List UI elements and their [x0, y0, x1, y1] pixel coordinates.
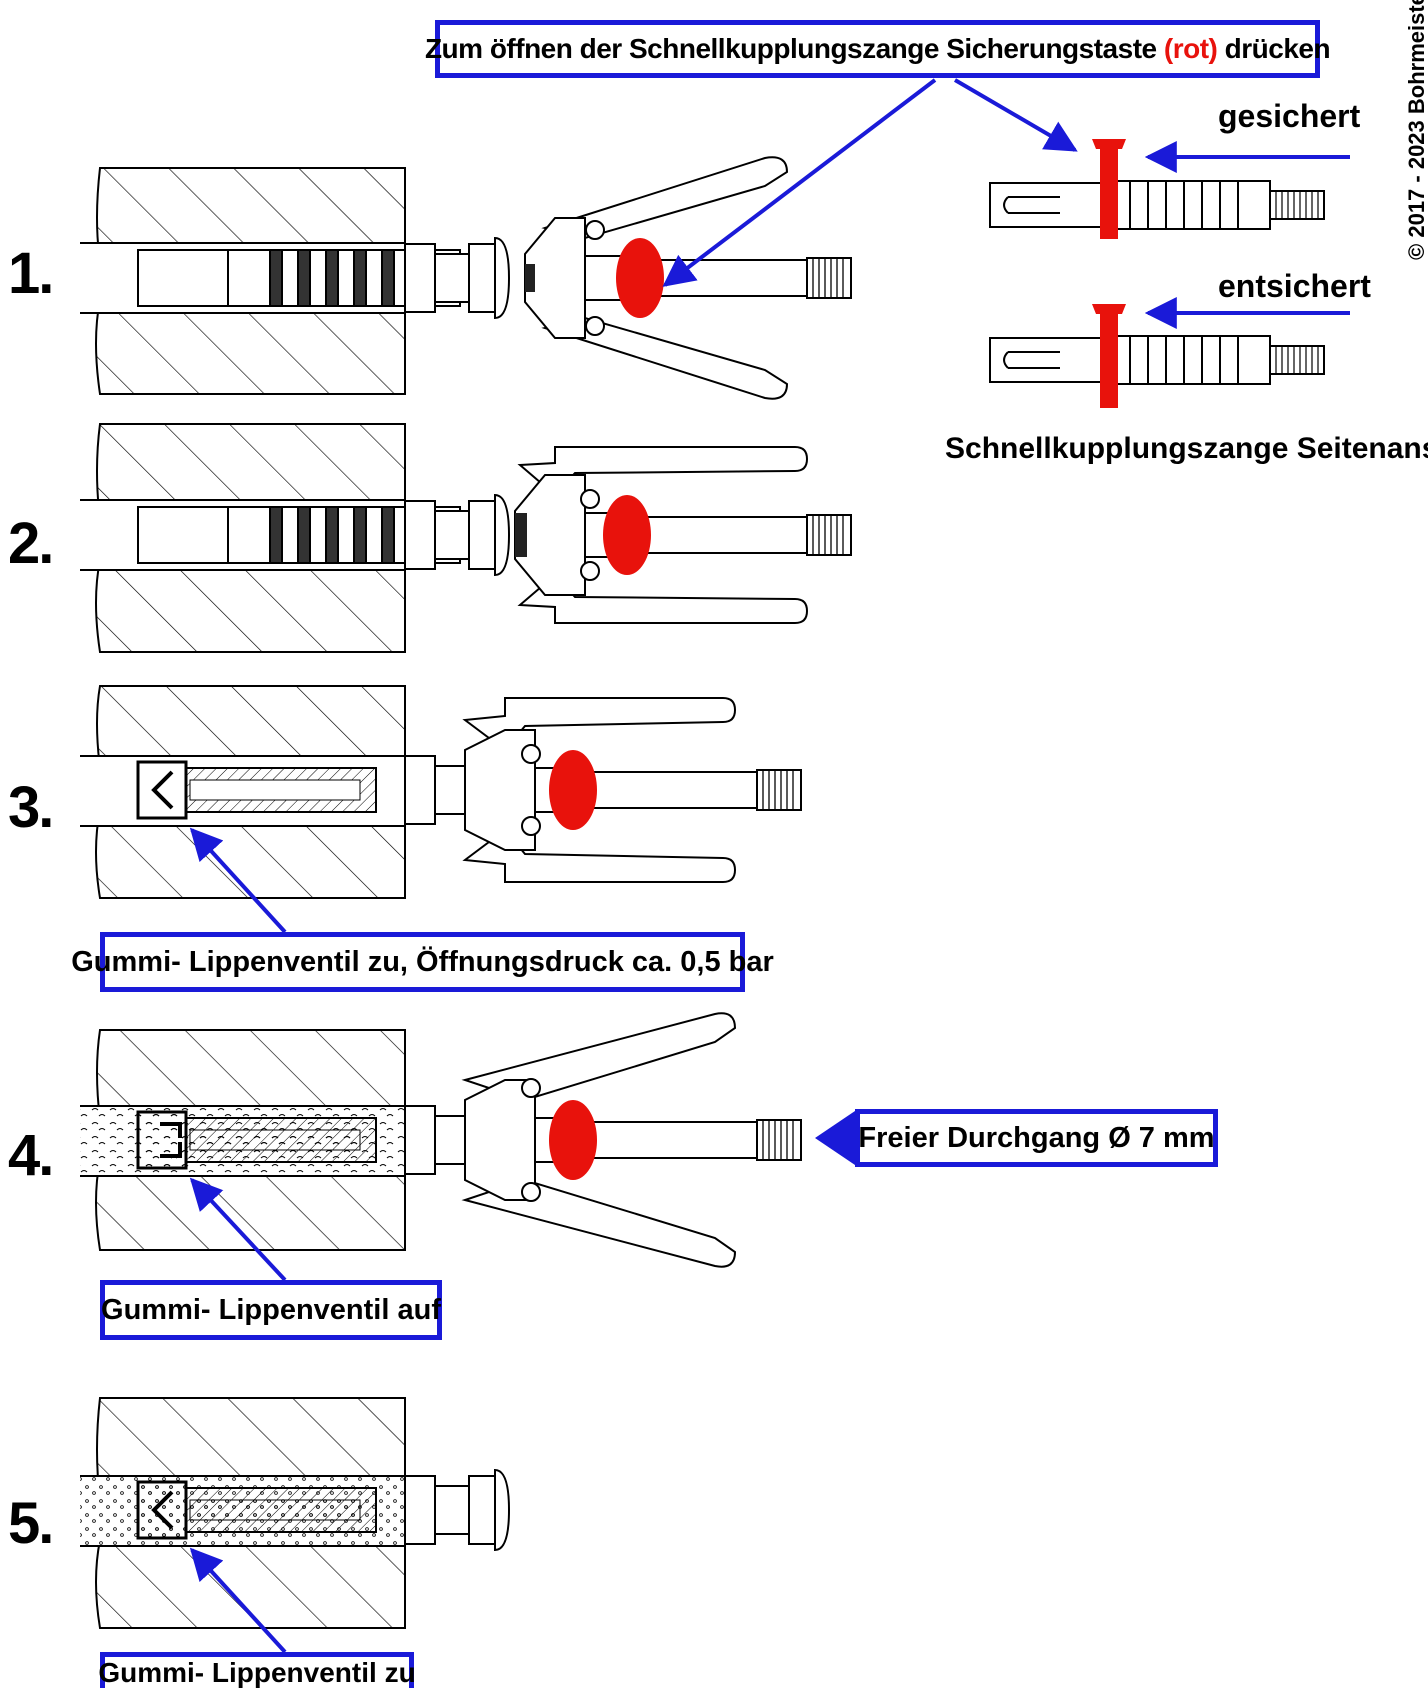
step-number-5: 5.: [8, 1491, 54, 1556]
arrow-step4-valve: [189, 1177, 287, 1282]
arrow-top-to-plier: [662, 78, 937, 287]
arrow-step5-valve: [189, 1547, 287, 1654]
callout-step4-passage: Freier Durchgang Ø 7 mm: [855, 1109, 1218, 1167]
step-number-4: 4.: [8, 1123, 54, 1188]
callout-step3-text: Gummi- Lippenventil zu, Öffnungsdruck ca…: [71, 945, 774, 978]
side-view-unsecured: [989, 304, 1325, 408]
callout-top-before: Zum öffnen der Schnellkupplungszange Sic…: [424, 33, 1164, 64]
label-gesichert: gesichert: [1218, 98, 1361, 134]
step-1-drawing: [80, 156, 852, 400]
callout-step4-passage-text: Freier Durchgang Ø 7 mm: [858, 1121, 1215, 1154]
copyright-icon: ©: [1404, 243, 1428, 260]
callout-step4: Gummi- Lippenventil auf: [100, 1280, 442, 1340]
callout-top-text: Zum öffnen der Schnellkupplungszange Sic…: [424, 33, 1331, 65]
callout-step4-text: Gummi- Lippenventil auf: [101, 1293, 441, 1326]
callout-step5-text: Gummi- Lippenventil zu: [98, 1656, 416, 1688]
arrows: [189, 78, 1350, 1654]
arrow-step3-valve: [189, 827, 287, 934]
copyright-text: 2017 - 2023 Bohrmeister: [1404, 0, 1428, 238]
step-4-drawing: [80, 1012, 802, 1268]
step-number-2: 2.: [8, 511, 54, 576]
step-2-drawing: [80, 423, 852, 653]
callout-top-after: drücken: [1217, 33, 1331, 64]
step-number-1: 1.: [8, 241, 54, 306]
copyright: © 2017 - 2023 Bohrmeister: [1404, 0, 1428, 260]
label-entsichert: entsichert: [1218, 268, 1371, 304]
callout-step5: Gummi- Lippenventil zu: [98, 1652, 416, 1688]
step-3-drawing: [80, 685, 802, 899]
step-5-drawing: [80, 1397, 511, 1629]
step-number-3: 3.: [8, 775, 54, 840]
side-view-secured: [989, 139, 1325, 239]
callout-top: Zum öffnen der Schnellkupplungszange Sic…: [425, 20, 1331, 78]
arrow-top-to-side-view: [953, 78, 1078, 152]
side-view-caption: Schnellkupplungszange Seitenansicht: [945, 432, 1428, 465]
pointer-triangle-icon: [815, 1111, 855, 1165]
callout-top-red: (rot): [1163, 33, 1218, 64]
callout-step3: Gummi- Lippenventil zu, Öffnungsdruck ca…: [71, 932, 774, 992]
